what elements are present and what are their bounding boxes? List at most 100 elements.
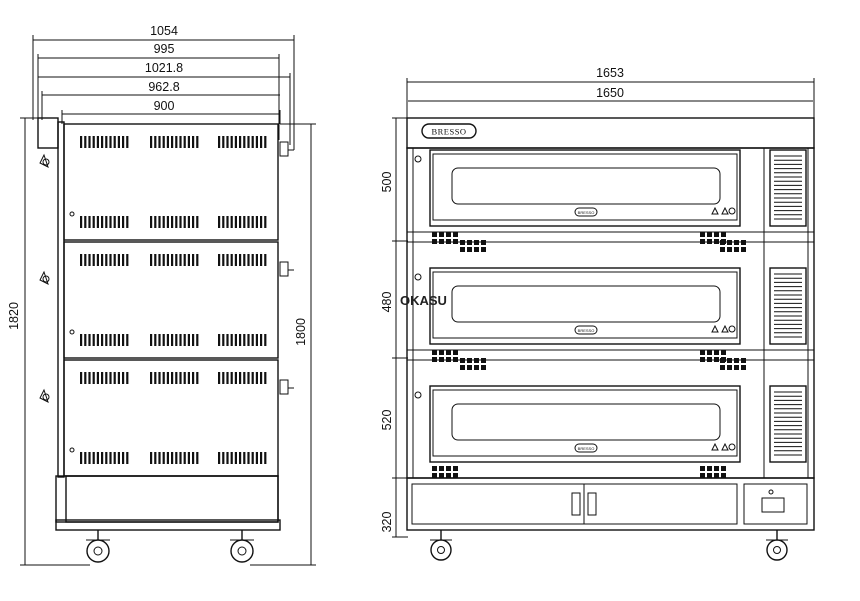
deck-door-3 (429, 385, 741, 463)
side-vent-slot (239, 254, 242, 266)
side-vent-slot (162, 334, 165, 346)
side-width-dimensions: 1054 995 1021.8 962.8 900 (32, 24, 295, 150)
side-vent-slot (251, 334, 254, 346)
grid-cell (720, 365, 725, 370)
side-vent-slot (239, 216, 242, 228)
dim-width-995: 995 (154, 42, 175, 56)
grid-cell (714, 350, 719, 355)
side-vent-slot (166, 254, 169, 266)
grid-cell (481, 358, 486, 363)
grid-cell (467, 365, 472, 370)
side-vent-slot (154, 216, 157, 228)
side-vent-slot (109, 254, 112, 266)
side-vent-slot (113, 136, 116, 148)
side-vent-slot (122, 452, 125, 464)
side-vent-slot (150, 136, 153, 148)
grid-cell (432, 239, 437, 244)
side-vent-slot (192, 216, 195, 228)
side-vent-slot (230, 254, 233, 266)
grid-cell (446, 357, 451, 362)
side-vent-slot (226, 334, 229, 346)
grid-cell (734, 365, 739, 370)
dim-deck-480: 480 (380, 292, 394, 313)
side-vent-slot (88, 254, 91, 266)
dim-width-1650: 1650 (596, 86, 624, 100)
grid-cell (453, 473, 458, 478)
grid-cell (714, 232, 719, 237)
side-vent-slot (166, 136, 169, 148)
side-vent-slot (251, 216, 254, 228)
grid-cell (474, 247, 479, 252)
side-vent-slot (80, 216, 83, 228)
side-view-oven (37, 117, 294, 563)
side-vent-slot (171, 452, 174, 464)
side-vent-slot (230, 136, 233, 148)
grid-cell (700, 473, 705, 478)
grid-cell (721, 350, 726, 355)
side-vent-slot (187, 216, 190, 228)
control-panel-slots (774, 155, 802, 456)
side-vent-slot (88, 372, 91, 384)
side-vent-slot (255, 254, 258, 266)
grid-cell (707, 239, 712, 244)
side-vent-slot (109, 452, 112, 464)
grid-cell (432, 350, 437, 355)
grid-cell (720, 358, 725, 363)
side-vent-slot (264, 254, 267, 266)
dim-base-320: 320 (380, 512, 394, 533)
side-vent-slot (150, 452, 153, 464)
side-vent-slot (175, 334, 178, 346)
side-vent-slot (113, 334, 116, 346)
side-vent-slot (230, 452, 233, 464)
side-vent-slot (158, 372, 161, 384)
side-vent-slot (226, 136, 229, 148)
side-vent-slot (166, 216, 169, 228)
grid-cell (714, 357, 719, 362)
side-vent-slot (92, 136, 95, 148)
side-vent-slot (162, 136, 165, 148)
grid-cell (474, 240, 479, 245)
side-vent-slot (113, 216, 116, 228)
side-vent-slot (126, 254, 129, 266)
grid-cell (700, 350, 705, 355)
side-vent-slot (179, 254, 182, 266)
grid-cell (432, 466, 437, 471)
grid-cell (439, 232, 444, 237)
side-vent-slot (234, 136, 237, 148)
grid-cell (460, 247, 465, 252)
side-vent-slot (175, 216, 178, 228)
side-vent-slot (113, 452, 116, 464)
side-vent-slot (222, 254, 225, 266)
side-vent-slot (255, 372, 258, 384)
side-vent-slot (192, 334, 195, 346)
side-vent-slot (183, 334, 186, 346)
side-vent-slot (122, 334, 125, 346)
grid-cell (727, 365, 732, 370)
okasu-watermark: OKASU (400, 293, 447, 308)
side-vent-slot (239, 136, 242, 148)
side-vent-slot (222, 216, 225, 228)
side-vent-slot (175, 136, 178, 148)
side-vent-slot (192, 372, 195, 384)
side-vent-slot (80, 334, 83, 346)
grid-cell (721, 466, 726, 471)
side-vent-slot (222, 334, 225, 346)
side-vent-slot (92, 372, 95, 384)
side-vent-slot (226, 452, 229, 464)
grid-cell (432, 232, 437, 237)
side-vent-slot (84, 254, 87, 266)
side-vent-slot (117, 254, 120, 266)
side-vent-slot (234, 334, 237, 346)
side-vent-slot (218, 334, 221, 346)
side-vent-slot (84, 372, 87, 384)
side-vent-slot (264, 216, 267, 228)
side-vent-slot (239, 372, 242, 384)
side-vent-slot (247, 372, 250, 384)
side-vent-slot (183, 452, 186, 464)
side-vent-slot (234, 254, 237, 266)
side-vent-slot (92, 452, 95, 464)
side-vent-slot (158, 334, 161, 346)
side-vent-slot (171, 372, 174, 384)
side-vent-slot (230, 334, 233, 346)
dim-height-1800: 1800 (294, 318, 308, 346)
